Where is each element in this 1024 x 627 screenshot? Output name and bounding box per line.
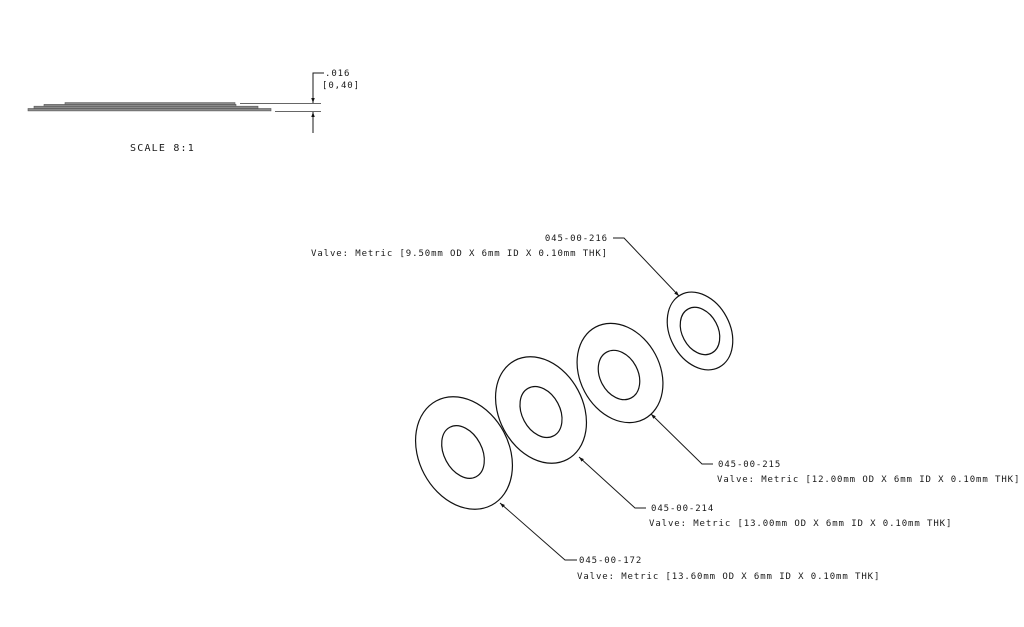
inner-diameter-215: [597, 349, 641, 401]
washer-045-00-216: [666, 291, 734, 371]
part-description-214: Valve: Metric [13.00mm OD X 6mm ID X 0.1…: [649, 519, 952, 529]
callout-215: 045-00-215 Valve: Metric [12.00mm OD X 6…: [650, 413, 1020, 485]
dimension-value: .016: [325, 69, 350, 79]
washer-045-00-214: [494, 356, 588, 464]
dimension-metric: [0,40]: [322, 81, 360, 91]
washer-045-00-215: [576, 322, 664, 424]
part-number-216: 045-00-216: [545, 234, 608, 244]
inner-diameter-216: [679, 306, 721, 356]
leader-line-172: [499, 502, 577, 561]
outer-diameter-216: [666, 291, 734, 371]
part-description-215: Valve: Metric [12.00mm OD X 6mm ID X 0.1…: [717, 475, 1020, 485]
layer-216: [64, 102, 236, 105]
leader-line-214: [578, 456, 646, 509]
callout-172: 045-00-172 Valve: Metric [13.60mm OD X 6…: [499, 502, 880, 582]
part-description-216: Valve: Metric [9.50mm OD X 6mm ID X 0.10…: [311, 249, 608, 259]
side-view: .016 [0,40] SCALE 8:1: [27, 69, 360, 154]
scale-label: SCALE 8:1: [130, 143, 195, 154]
layer-172: [27, 108, 272, 112]
outer-diameter-214: [494, 356, 588, 464]
leader-line-215: [650, 413, 713, 465]
washer-stack-profile: [27, 102, 272, 112]
callout-216: 045-00-216 Valve: Metric [9.50mm OD X 6m…: [311, 234, 680, 297]
callout-214: 045-00-214 Valve: Metric [13.00mm OD X 6…: [578, 456, 952, 529]
part-number-214: 045-00-214: [651, 504, 714, 514]
leader-line-216: [613, 237, 680, 297]
outer-diameter-172: [414, 396, 514, 510]
dimension-arrow-top: [311, 72, 324, 103]
inner-diameter-172: [441, 425, 485, 479]
thickness-dimension: .016 [0,40]: [240, 69, 360, 133]
outer-diameter-215: [576, 322, 664, 424]
washer-045-00-172: [414, 396, 514, 510]
inner-diameter-214: [519, 385, 563, 439]
part-number-172: 045-00-172: [579, 556, 642, 566]
part-description-172: Valve: Metric [13.60mm OD X 6mm ID X 0.1…: [577, 572, 880, 582]
part-number-215: 045-00-215: [718, 460, 781, 470]
